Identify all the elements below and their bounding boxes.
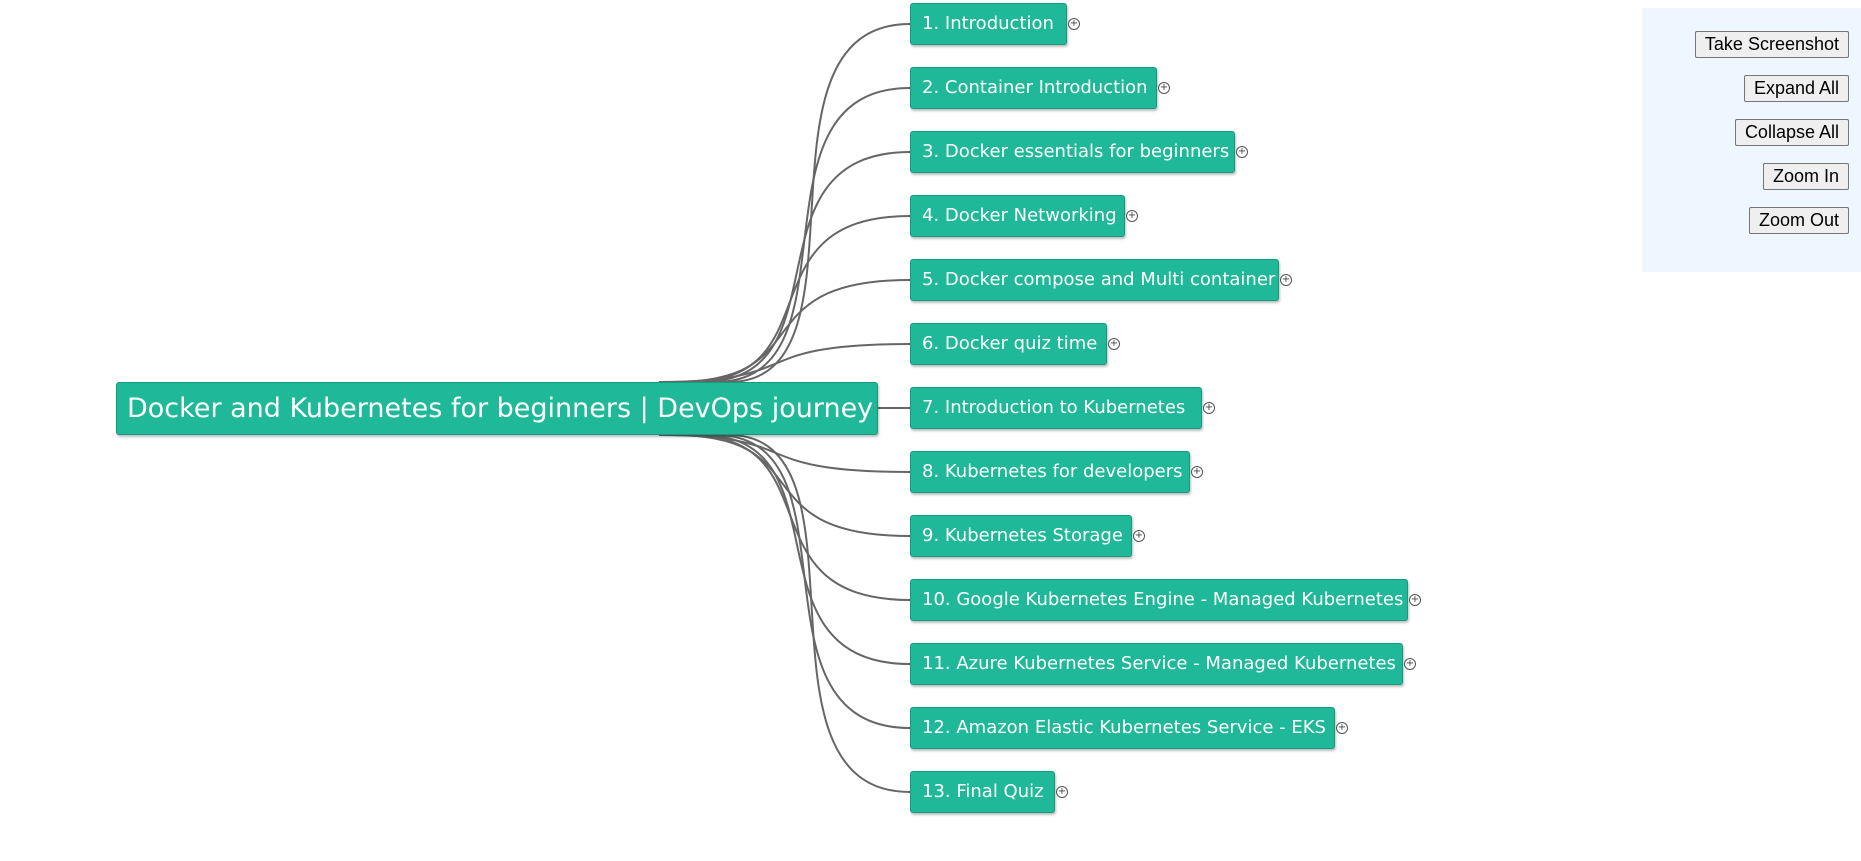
topic-node-8[interactable]: 8. Kubernetes for developers bbox=[910, 451, 1190, 493]
expand-toggle-icon[interactable]: + bbox=[1126, 210, 1138, 222]
expand-toggle-icon[interactable]: + bbox=[1068, 18, 1080, 30]
expand-toggle-icon[interactable]: + bbox=[1236, 146, 1248, 158]
topic-node-11[interactable]: 11. Azure Kubernetes Service - Managed K… bbox=[910, 643, 1403, 685]
expand-toggle-icon[interactable]: + bbox=[1108, 338, 1120, 350]
edge-5 bbox=[672, 279, 911, 383]
collapse-all-button[interactable]: Collapse All bbox=[1734, 119, 1849, 146]
zoom-in-button[interactable]: Zoom In bbox=[1762, 163, 1849, 190]
expand-toggle-icon[interactable]: + bbox=[1056, 786, 1068, 798]
topic-node-10[interactable]: 10. Google Kubernetes Engine - Managed K… bbox=[910, 579, 1408, 621]
topic-node-1[interactable]: 1. Introduction bbox=[910, 3, 1067, 45]
expand-toggle-icon[interactable]: + bbox=[1158, 82, 1170, 94]
edge-3 bbox=[700, 151, 911, 383]
topic-node-2[interactable]: 2. Container Introduction bbox=[910, 67, 1157, 109]
expand-all-button[interactable]: Expand All bbox=[1743, 75, 1849, 102]
expand-toggle-icon[interactable]: + bbox=[1280, 274, 1292, 286]
expand-toggle-icon[interactable]: + bbox=[1203, 402, 1215, 414]
topic-node-5[interactable]: 5. Docker compose and Multi container bbox=[910, 259, 1279, 301]
expand-toggle-icon[interactable]: + bbox=[1404, 658, 1416, 670]
topic-node-6[interactable]: 6. Docker quiz time bbox=[910, 323, 1107, 365]
take-screenshot-button[interactable]: Take Screenshot bbox=[1694, 31, 1849, 58]
root-node[interactable]: Docker and Kubernetes for beginners | De… bbox=[116, 382, 878, 435]
edge-13 bbox=[728, 434, 911, 793]
topic-node-9[interactable]: 9. Kubernetes Storage bbox=[910, 515, 1132, 557]
zoom-out-button[interactable]: Zoom Out bbox=[1748, 207, 1849, 234]
edge-8 bbox=[658, 434, 911, 473]
topic-node-12[interactable]: 12. Amazon Elastic Kubernetes Service - … bbox=[910, 707, 1335, 749]
edge-12 bbox=[714, 434, 911, 729]
topic-node-7[interactable]: 7. Introduction to Kubernetes bbox=[910, 387, 1202, 429]
edge-1 bbox=[728, 23, 911, 383]
expand-toggle-icon[interactable]: + bbox=[1336, 722, 1348, 734]
topic-node-3[interactable]: 3. Docker essentials for beginners bbox=[910, 131, 1235, 173]
topic-node-4[interactable]: 4. Docker Networking bbox=[910, 195, 1125, 237]
edge-4 bbox=[686, 215, 911, 383]
edge-11 bbox=[700, 434, 911, 665]
control-panel: Take Screenshot Expand All Collapse All … bbox=[1642, 8, 1861, 272]
topic-node-13[interactable]: 13. Final Quiz bbox=[910, 771, 1055, 813]
edge-10 bbox=[686, 434, 911, 601]
edge-2 bbox=[714, 87, 911, 383]
edge-6 bbox=[658, 343, 911, 383]
expand-toggle-icon[interactable]: + bbox=[1409, 594, 1421, 606]
expand-toggle-icon[interactable]: + bbox=[1191, 466, 1203, 478]
edge-9 bbox=[672, 434, 911, 537]
expand-toggle-icon[interactable]: + bbox=[1133, 530, 1145, 542]
